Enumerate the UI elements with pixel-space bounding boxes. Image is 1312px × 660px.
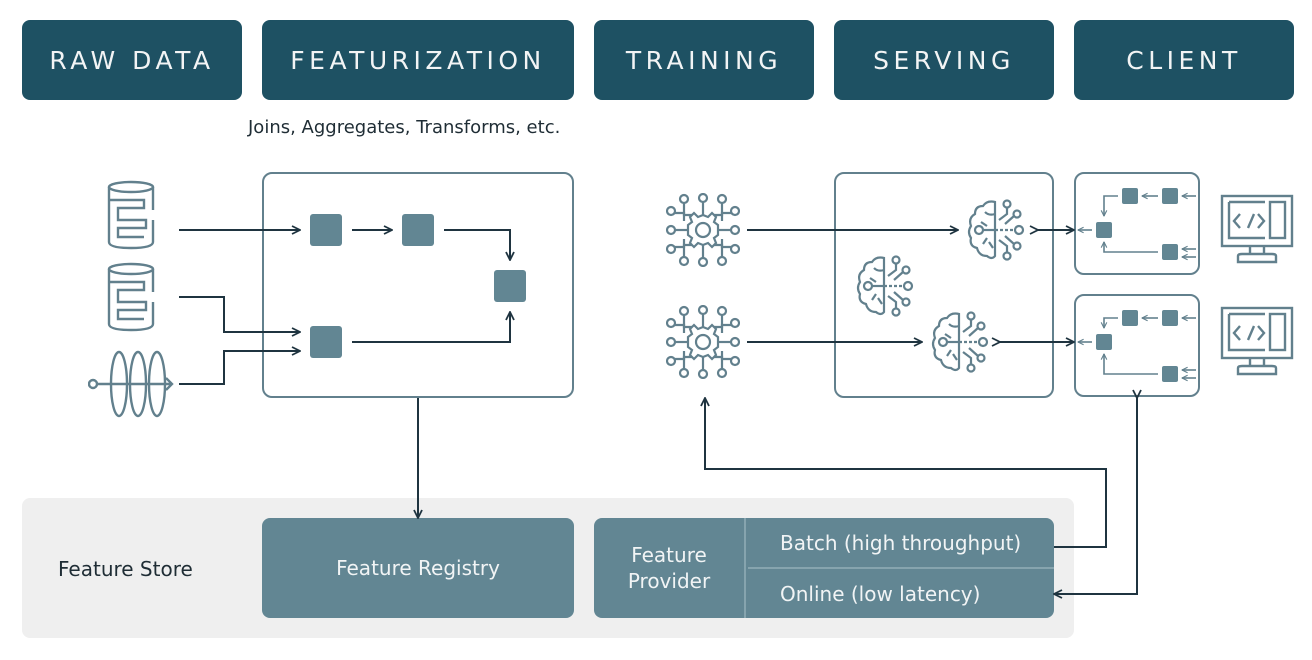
stage-label: SERVING xyxy=(873,45,1015,75)
online-provider-label: Online (low latency) xyxy=(780,581,981,606)
client-app-panel xyxy=(1074,172,1200,275)
feature-registry-label: Feature Registry xyxy=(336,556,500,580)
flow-arrow xyxy=(179,296,300,332)
batch-to-training-arrow xyxy=(705,398,1107,548)
brain-model-icon xyxy=(967,199,1025,261)
featurization-panel xyxy=(262,172,574,398)
stage-serving: SERVING xyxy=(834,20,1054,100)
transform-node xyxy=(310,326,342,358)
stage-label: RAW DATA xyxy=(49,45,215,75)
online-provider: Online (low latency) xyxy=(748,569,1054,618)
stage-label: TRAINING xyxy=(625,45,783,75)
monitor-code-icon xyxy=(1220,306,1294,376)
batch-provider-label: Batch (high throughput) xyxy=(780,530,1022,555)
flow-arrow xyxy=(179,351,300,385)
monitor-code-icon xyxy=(1220,194,1294,264)
neural-network-icon xyxy=(666,193,740,267)
brain-model-icon xyxy=(856,255,914,317)
stage-featurization: FEATURIZATION xyxy=(262,20,574,100)
transform-node xyxy=(310,214,342,246)
stage-training: TRAINING xyxy=(594,20,814,100)
transform-node xyxy=(494,270,526,302)
transform-node xyxy=(402,214,434,246)
serving-panel xyxy=(834,172,1054,398)
batch-provider: Batch (high throughput) xyxy=(748,518,1054,569)
feature-provider-line1: Feature xyxy=(631,543,707,567)
stage-label: CLIENT xyxy=(1126,45,1242,75)
featurization-subtitle: Joins, Aggregates, Transforms, etc. xyxy=(248,117,561,138)
stage-client: CLIENT xyxy=(1074,20,1294,100)
feature-registry: Feature Registry xyxy=(262,518,574,618)
flow-arrow xyxy=(352,312,510,343)
database-icon xyxy=(107,180,155,250)
brain-model-icon xyxy=(931,311,989,373)
feature-store-label: Feature Store xyxy=(58,557,193,581)
stage-label: FEATURIZATION xyxy=(290,45,546,75)
client-app-flow xyxy=(1078,310,1196,382)
neural-network-icon xyxy=(666,305,740,379)
stage-raw-data: RAW DATA xyxy=(22,20,242,100)
database-icon xyxy=(107,262,155,332)
feature-provider-line2: Provider xyxy=(627,569,711,593)
online-client-arrow xyxy=(1054,398,1137,594)
stream-icon xyxy=(88,350,174,418)
client-app-flow xyxy=(1078,188,1196,260)
flow-arrow xyxy=(444,229,510,260)
